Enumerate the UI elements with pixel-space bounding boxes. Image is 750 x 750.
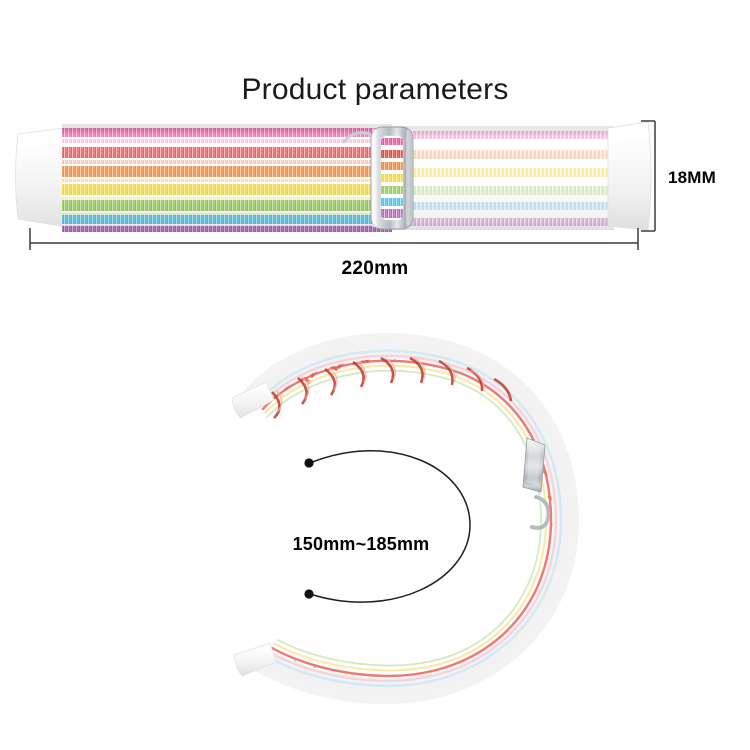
strap-rainbow-left bbox=[62, 124, 392, 232]
strap-coiled-view bbox=[231, 332, 580, 705]
coil-connector-tab-top bbox=[231, 381, 275, 419]
connector-tab-right bbox=[607, 121, 652, 231]
arc-endpoint-dot-bottom bbox=[304, 589, 314, 599]
dimension-width-bracket bbox=[641, 120, 656, 232]
coil-upper-weave bbox=[271, 356, 513, 419]
arc-endpoint-dot-top bbox=[304, 458, 314, 468]
page-title: Product parameters bbox=[241, 73, 509, 106]
dimension-length-label: 220mm bbox=[341, 258, 409, 279]
coil-band-stripes bbox=[242, 332, 580, 705]
strap-flat-view bbox=[15, 120, 656, 250]
slider-buckle bbox=[370, 126, 414, 230]
dimension-circumference-label: 150mm~185mm bbox=[292, 534, 430, 554]
coil-connector-tab-bottom bbox=[233, 642, 277, 677]
strap-rainbow-right bbox=[392, 126, 614, 230]
buckle-window-strap bbox=[381, 136, 403, 220]
dimension-length-line bbox=[29, 228, 639, 250]
dimension-width-label: 18MM bbox=[668, 168, 717, 187]
dimension-circumference-arc bbox=[304, 450, 471, 603]
coil-upper-weave-light bbox=[275, 357, 485, 413]
coil-slider-buckle bbox=[522, 437, 551, 530]
connector-tab-left bbox=[15, 126, 73, 229]
